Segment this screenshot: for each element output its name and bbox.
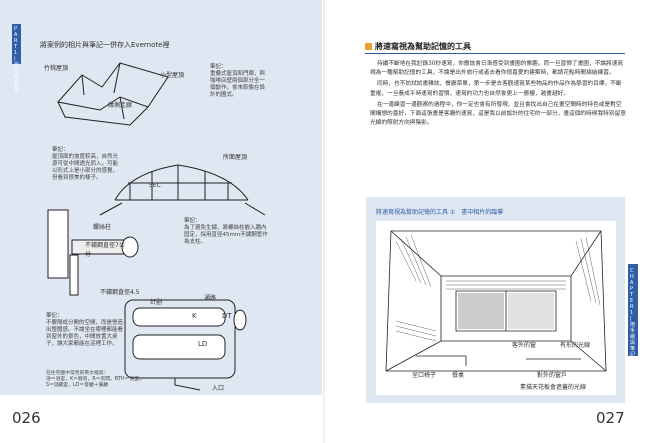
note4: 筆記： 不要隔成分開的空間，而是營造出整體感。不論坐在哪裡都能看到窗外的景色，中… — [46, 313, 124, 348]
heading-bullet-icon — [365, 43, 372, 50]
small-roof-label: 小型屋頂 — [160, 72, 185, 79]
corridor-label: 緣側走廊 — [108, 102, 133, 109]
note1: 筆記： 重疊式屋頂和門廊，與咖啡店壁兩個部分全一個動作，會來較像在設計的圖式。 — [210, 64, 270, 99]
pole-bracket-sketch — [47, 209, 139, 296]
note3: 筆記： 為了避免生鏽，將螺絲柱嵌入牆內固定，採用直徑45mm不鏽鋼管作為支柱。 — [184, 218, 270, 246]
sketch-label-table: 餐桌 — [452, 372, 465, 379]
sketch-label-window: 對外的窗戶 — [537, 372, 568, 379]
body-paragraph: 在一邊練習一邊觀察的過程中，你一定也會有所發現，並且會找出自己在畫空間時的特色或… — [370, 101, 626, 127]
plan-room-ld: LD — [198, 340, 208, 348]
left-side-tab-text: PART 1 | 自己的收集 — [14, 26, 20, 92]
note4-label: 筆記： — [46, 313, 63, 319]
roof-label: 竹桃屋頂 — [44, 65, 69, 72]
stainless-label: 不鏽鋼直徑7公分 — [85, 242, 125, 258]
right-side-tab: CHAPTER 1 | 用手繪與筆記記錄空間構想 — [628, 264, 638, 394]
note2: 筆記： 屋頂面的坡度較高，自然光源可從中間透光而入，可能以形式上是小部分的感覺，… — [52, 147, 120, 182]
left-side-tab: PART 1 | 自己的收集 — [12, 24, 21, 92]
right-side-tab-text: CHAPTER 1 | 用手繪與筆記記錄空間構想 — [630, 268, 636, 394]
note2-label: 筆記： — [52, 147, 69, 153]
abbrev-legend: 在住宅圖中常見的英文縮寫： 浴＝浴室，K＝廚房，R＝房間，BTH＝浴室， S＝儲… — [46, 371, 144, 388]
plan-room-dt: DT — [222, 312, 232, 320]
pitch-label: 所面屋頂 — [223, 154, 248, 161]
interior-sketch — [376, 221, 616, 395]
note1-label: 筆記： — [210, 64, 227, 70]
panel-title: 將速寫視為幫助記憶的工具 ① 書中相片的臨摹 — [376, 209, 504, 216]
plan-room-k: K — [192, 312, 197, 320]
note3-label: 筆記： — [184, 218, 201, 224]
left-sketches — [47, 62, 266, 391]
floor-plan-sketch — [124, 299, 247, 391]
section-heading: 將速寫視為幫助記憶的工具 — [365, 41, 471, 52]
heading-rule — [365, 53, 625, 54]
section-heading-text: 將速寫視為幫助記憶的工具 — [375, 42, 471, 51]
arch-grid-sketch — [99, 164, 266, 216]
body-paragraph: 持續不斷地在我記錄30秒速寫，你應該會日漸感受到畫圖的樂趣。而一旦習慣了畫圖，不… — [370, 61, 624, 77]
sketch-label-chair: 坐口椅子 — [412, 372, 437, 379]
plan-title: 計劃 — [150, 299, 163, 306]
sketch-label-outer-window: 客外的窗 — [512, 342, 537, 349]
left-page-number: 026 — [12, 409, 41, 427]
body-text: 持續不斷地在我記錄30秒速寫，你應該會日漸感受到畫圖的樂趣。而一旦習慣了畫圖，不… — [370, 60, 626, 130]
house-roof-sketch — [57, 62, 169, 126]
note4-text: 不要隔成分開的空間，而是營造出整體感。不論坐在哪裡都能看到窗外的景色，中間放置大… — [46, 320, 124, 347]
left-page: PART 1 | 自己的收集 將案例的相片與筆記一併存入Evernote裡 — [0, 0, 322, 427]
right-page-number: 027 — [596, 409, 625, 427]
note3-text: 為了避免生鏽，將螺絲柱嵌入牆內固定，採用直徑45mm不鏽鋼管作為支柱。 — [184, 225, 268, 245]
note1-text: 重疊式屋頂和門廊，與咖啡店壁兩個部分全一個動作，會來較像在設計的圖式。 — [210, 71, 266, 98]
stainless2-label: 不鏽鋼直徑4.5 — [100, 289, 140, 296]
entrance-label: 入口 — [212, 385, 225, 392]
sec-label: SEC — [149, 182, 161, 189]
body-paragraph: 同時，也不妨試試畫雜誌、餐廳菜單，第一步是去客觀速寫某些物品的作品作為學習的目標… — [370, 81, 622, 97]
screw-label: 螺絲柱 — [93, 224, 112, 231]
sketch-label-light: 有形的光線 — [560, 342, 591, 349]
left-sketch-panel — [0, 0, 322, 395]
left-caption: 將案例的相片與筆記一併存入Evernote裡 — [40, 41, 170, 49]
sketch-label-ceiling-light: 素描天花板會遮蓋的光線 — [520, 384, 587, 391]
window-label: 通路 — [204, 295, 217, 302]
note2-text: 屋頂面的坡度較高，自然光源可從中間透光而入，可能以形式上是小部分的感覺，但看到很… — [52, 154, 119, 181]
